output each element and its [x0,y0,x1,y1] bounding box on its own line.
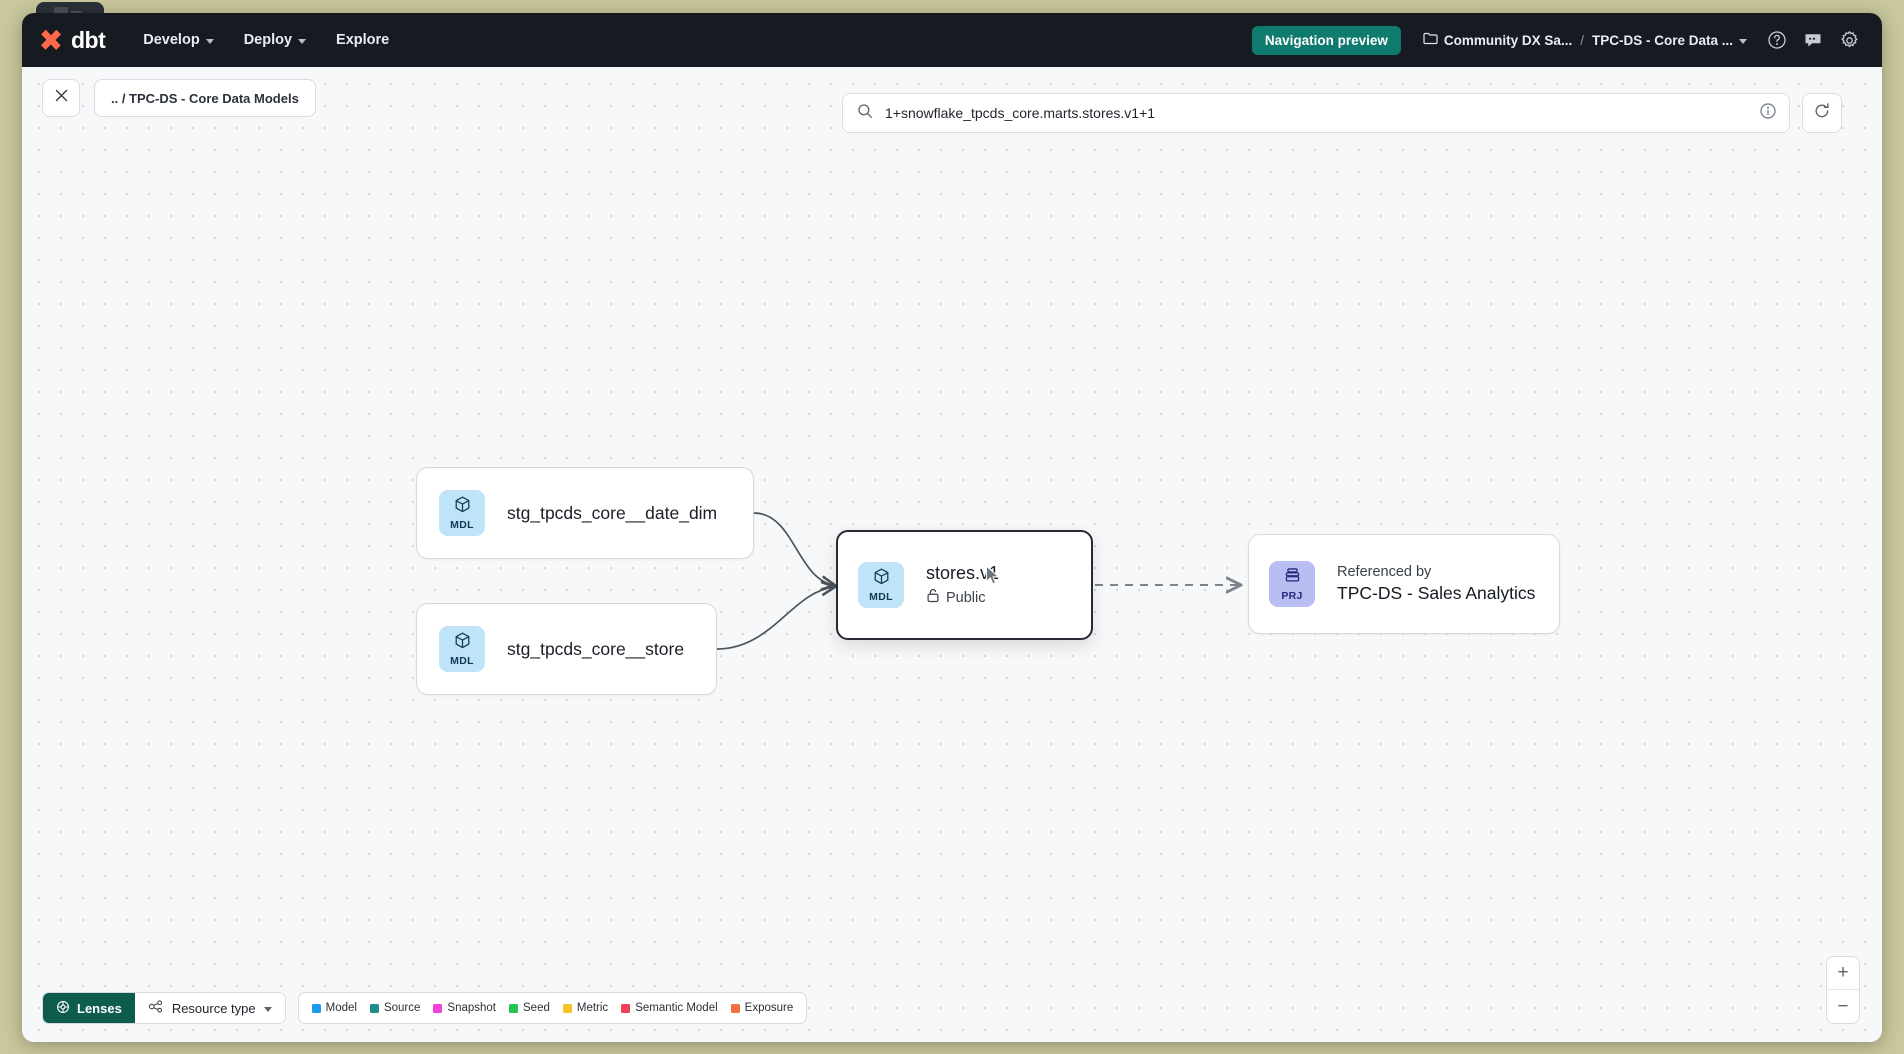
dbt-hashtag-icon [38,27,64,53]
nav-item-deploy[interactable]: Deploy [244,32,306,48]
model-badge: MDL [858,562,904,608]
node-body: stg_tpcds_core__date_dim [507,503,717,524]
legend-swatch [621,1004,630,1013]
nav-item-deploy-label: Deploy [244,32,292,48]
account-crumb[interactable]: Community DX Sa... [1423,32,1572,48]
help-circle-icon[interactable] [1767,30,1787,50]
node-body: stg_tpcds_core__store [507,639,684,660]
lenses-button[interactable]: Lenses [43,993,135,1023]
legend-item-seed: Seed [509,1002,550,1014]
project-badge-label: PRJ [1281,591,1302,602]
close-icon [54,88,69,108]
chevron-down-icon [298,39,306,44]
nav-item-explore[interactable]: Explore [336,32,389,48]
model-badge-label: MDL [450,656,474,667]
model-badge-label: MDL [869,592,893,603]
resource-type-icon [148,1000,164,1017]
chevron-down-icon [206,39,214,44]
legend-label: Snapshot [447,1002,496,1014]
legend-item-semantic-model: Semantic Model [621,1002,717,1014]
node-access-label: Public [946,590,986,606]
legend-label: Semantic Model [635,1002,717,1014]
lineage-toolbar: .. / TPC-DS - Core Data Models [22,67,1882,129]
node-access: Public [926,588,999,607]
nav-item-explore-label: Explore [336,32,389,48]
lineage-node-sales-analytics-project[interactable]: PRJ Referenced by TPC-DS - Sales Analyti… [1248,534,1560,634]
project-name: TPC-DS - Core Data ... [1592,33,1733,48]
lens-icon [56,1000,70,1017]
legend-item-source: Source [370,1002,420,1014]
model-badge: MDL [439,490,485,536]
resource-type-dropdown[interactable]: Resource type [135,993,285,1023]
breadcrumb-separator: / [1580,33,1584,48]
legend-swatch [312,1004,321,1013]
legend-item-snapshot: Snapshot [433,1002,496,1014]
unlock-icon [926,588,940,607]
node-body: Referenced by TPC-DS - Sales Analytics [1337,564,1535,604]
lineage-node-date-dim[interactable]: MDL stg_tpcds_core__date_dim [416,467,754,559]
folder-icon [1423,32,1438,48]
lineage-node-stores-v1[interactable]: MDL stores.v1 Public [836,530,1093,640]
dbt-wordmark: dbt [71,27,105,54]
zoom-out-button[interactable]: − [1827,990,1859,1023]
lineage-breadcrumb-chip[interactable]: .. / TPC-DS - Core Data Models [94,79,316,117]
account-project-breadcrumb: Community DX Sa... / TPC-DS - Core Data … [1423,32,1747,48]
project-crumb[interactable]: TPC-DS - Core Data ... [1592,33,1747,48]
node-title: stg_tpcds_core__date_dim [507,503,717,524]
cube-icon [453,495,472,519]
layers-stack-icon [1283,566,1302,590]
legend-item-model: Model [312,1002,357,1014]
legend-swatch [433,1004,442,1013]
legend-swatch [370,1004,379,1013]
node-title: stores.v1 [926,563,999,584]
node-title: stg_tpcds_core__store [507,639,684,660]
legend-label: Seed [523,1002,550,1014]
node-title: TPC-DS - Sales Analytics [1337,583,1535,604]
gear-icon[interactable] [1839,30,1860,51]
zoom-in-button[interactable]: + [1827,957,1859,990]
node-kicker: Referenced by [1337,564,1535,580]
account-name: Community DX Sa... [1444,33,1572,48]
dbt-logo[interactable]: dbt [38,27,105,54]
main-nav-items: Develop Deploy Explore [143,32,389,48]
model-badge: MDL [439,626,485,672]
lenses-label: Lenses [77,1001,122,1016]
legend-item-exposure: Exposure [731,1002,794,1014]
resource-type-label: Resource type [172,1001,256,1016]
nav-item-develop[interactable]: Develop [143,32,213,48]
lineage-node-store[interactable]: MDL stg_tpcds_core__store [416,603,717,695]
legend-label: Exposure [745,1002,794,1014]
bottom-toolbar: Lenses Resource type Model Source [42,992,807,1024]
nav-icon-group [1767,30,1860,51]
legend-label: Metric [577,1002,608,1014]
legend-swatch [731,1004,740,1013]
chevron-down-icon [1739,39,1747,44]
node-body: stores.v1 Public [926,563,999,607]
lineage-canvas[interactable]: MDL stg_tpcds_core__date_dim MDL stg_tpc… [22,67,1882,1042]
navigation-preview-button[interactable]: Navigation preview [1252,26,1401,55]
legend-label: Source [384,1002,420,1014]
zoom-controls: + − [1826,956,1860,1024]
cube-icon [453,631,472,655]
nav-item-develop-label: Develop [143,32,199,48]
legend-label: Model [326,1002,357,1014]
close-lineage-button[interactable] [42,79,80,117]
model-badge-label: MDL [450,520,474,531]
cube-icon [872,567,891,591]
top-navigation-bar: dbt Develop Deploy Explore Navigation pr… [22,13,1882,67]
lens-button-group: Lenses Resource type [42,992,286,1024]
legend-swatch [509,1004,518,1013]
chevron-down-icon [264,1007,272,1012]
legend-item-metric: Metric [563,1002,608,1014]
legend-swatch [563,1004,572,1013]
app-window: dbt Develop Deploy Explore Navigation pr… [22,13,1882,1042]
resource-type-legend: Model Source Snapshot Seed Metric [298,992,808,1024]
project-badge: PRJ [1269,561,1315,607]
feedback-chat-icon[interactable] [1803,30,1823,50]
